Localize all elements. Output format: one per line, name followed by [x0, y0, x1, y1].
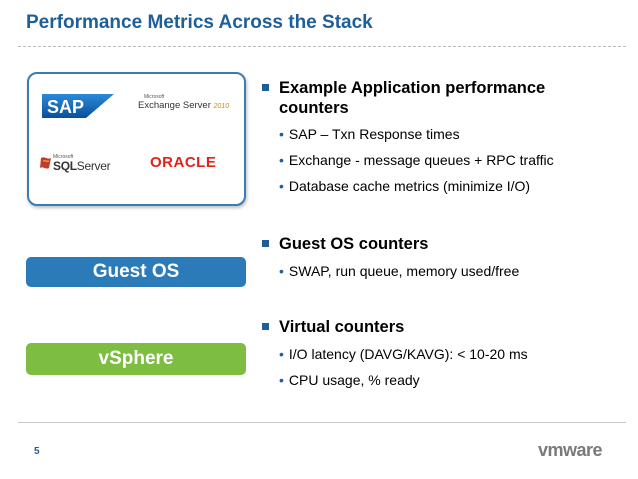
bullet-dot-icon: •: [279, 263, 284, 279]
slide-title: Performance Metrics Across the Stack: [26, 12, 373, 33]
list-item: •SWAP, run queue, memory used/free: [279, 263, 520, 279]
guest-os-layer: Guest OS: [26, 257, 246, 287]
list-item: •Exchange - message queues + RPC traffic: [279, 152, 554, 168]
sql-vendor-label: Microsoft: [53, 154, 74, 160]
section-heading-guest-os: Guest OS counters: [262, 234, 428, 254]
list-item: •Database cache metrics (minimize I/O): [279, 178, 531, 194]
section-heading-virtual: Virtual counters: [262, 317, 404, 337]
list-item: •I/O latency (DAVG/KAVG): < 10-20 ms: [279, 346, 528, 362]
exchange-server-logo: Microsoft Exchange Server 2010: [134, 90, 240, 120]
list-item: •CPU usage, % ready: [279, 372, 420, 388]
sql-server-flag-icon: [40, 157, 51, 169]
bullet-dot-icon: •: [279, 152, 284, 168]
sql-server-logo: Microsoft SQLServer: [39, 152, 121, 176]
oracle-logo: ORACLE: [150, 154, 217, 171]
title-divider: [18, 46, 626, 47]
sap-logo-text: SAP: [47, 97, 84, 117]
sql-name-b: Server: [76, 159, 111, 173]
exchange-vendor-label: Microsoft: [144, 94, 165, 100]
list-item: •SAP – Txn Response times: [279, 126, 460, 142]
bullet-dot-icon: •: [279, 372, 284, 388]
bullet-dot-icon: •: [279, 178, 284, 194]
vsphere-layer: vSphere: [26, 343, 246, 375]
sql-name-a: SQL: [53, 159, 77, 173]
bullet-dot-icon: •: [279, 126, 284, 142]
exchange-name-label: Exchange Server: [138, 100, 211, 111]
sap-logo: SAP: [42, 94, 114, 118]
bullet-square-icon: [262, 240, 269, 247]
exchange-year-label: 2010: [213, 103, 230, 110]
application-logos-panel: SAP Microsoft Exchange Server 2010 Micro…: [27, 72, 246, 206]
vmware-logo-text: vmware: [538, 440, 603, 460]
footer-divider: [18, 422, 626, 423]
bullet-dot-icon: •: [279, 346, 284, 362]
vmware-logo: vmware: [538, 440, 603, 461]
page-number: 5: [34, 446, 40, 457]
bullet-square-icon: [262, 84, 269, 91]
bullet-square-icon: [262, 323, 269, 330]
section-heading-application: Example Application performance counters: [262, 78, 545, 118]
